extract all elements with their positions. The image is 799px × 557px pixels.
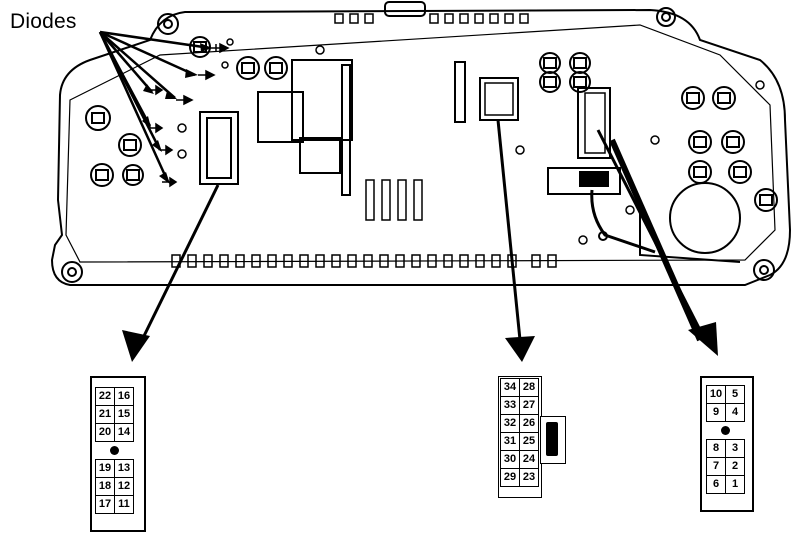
pin-11: 11 [114,495,134,514]
diodes-label: Diodes [10,10,77,33]
pin-2: 2 [725,457,745,476]
left-connector-housing [199,111,239,185]
vertical-slots [365,179,423,221]
bulb-sockets [85,36,778,212]
board-inner-outline [65,24,776,263]
diode-callout-lines [98,30,211,183]
pin-28: 28 [519,378,539,397]
pin-3: 3 [725,439,745,458]
pin-6: 6 [706,475,726,494]
top-slot-row [334,13,529,24]
pin-9: 9 [706,403,726,422]
pin-5: 5 [725,385,745,404]
pin-21: 21 [95,405,115,424]
center-component [257,59,353,196]
key-dot [707,422,745,440]
pin-26: 26 [519,414,539,433]
right-connector-housing [577,87,611,159]
pin-24: 24 [519,450,539,469]
pin-16: 16 [114,387,134,406]
pin-12: 12 [114,477,134,496]
pin-32: 32 [500,414,520,433]
pin-22: 22 [95,387,115,406]
pin-14: 14 [114,423,134,442]
pin-30: 30 [500,450,520,469]
pin-27: 27 [519,396,539,415]
pin-29: 29 [500,468,520,487]
pin-31: 31 [500,432,520,451]
pin-7: 7 [706,457,726,476]
pin-34: 34 [500,378,520,397]
pin-18: 18 [95,477,115,496]
small-holes [177,38,765,245]
board-outline [50,8,792,286]
connector-pointer-arrows [122,119,718,362]
top-tab [384,1,426,17]
pin-20: 20 [95,423,115,442]
pin-33: 33 [500,396,520,415]
pin-4: 4 [725,403,745,422]
pin-10: 10 [706,385,726,404]
pin-15: 15 [114,405,134,424]
key-dot [96,442,134,460]
pin-8: 8 [706,439,726,458]
center-connector-housing [454,61,519,123]
pin-25: 25 [519,432,539,451]
pin-23: 23 [519,468,539,487]
round-component [639,182,741,263]
sensor-module [547,167,656,254]
mounting-holes [61,7,775,283]
pin-13: 13 [114,459,134,478]
pin-1: 1 [725,475,745,494]
pin-19: 19 [95,459,115,478]
pin-17: 17 [95,495,115,514]
center-connector-latch-inner [546,422,558,456]
diode-callout-arrowheads [142,43,212,184]
